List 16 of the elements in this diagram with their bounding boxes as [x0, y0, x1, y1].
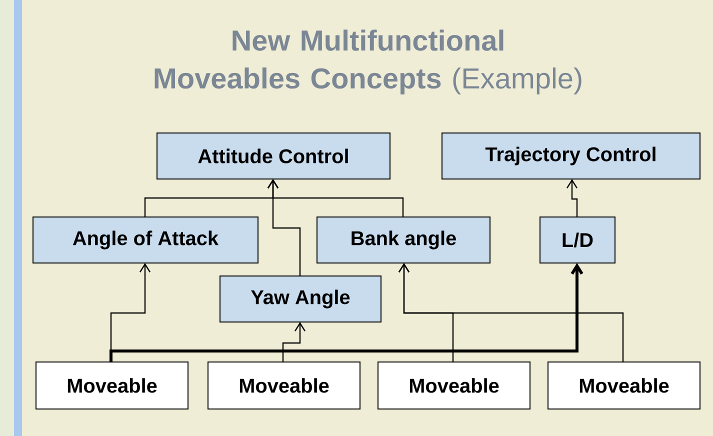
arrow	[566, 179, 578, 217]
moveable-box: Moveable	[548, 362, 700, 410]
moveable-box: Moveable	[378, 362, 530, 410]
label-box: L/D	[540, 216, 616, 264]
moveable-box: Moveable	[36, 362, 188, 410]
label-box: Angle of Attack	[32, 216, 258, 264]
moveable-box: Moveable	[208, 362, 360, 410]
arrow	[110, 262, 584, 362]
label-box: Trajectory Control	[442, 132, 700, 180]
label-box: Attitude Control	[156, 132, 390, 180]
arrow	[398, 263, 624, 362]
label-box: Yaw Angle	[220, 276, 382, 322]
arrow	[282, 322, 306, 362]
title: New Multifunctional Moveables Concepts (Example)	[154, 30, 582, 94]
label-box: Bank angle	[316, 216, 490, 264]
arrow	[268, 179, 301, 276]
